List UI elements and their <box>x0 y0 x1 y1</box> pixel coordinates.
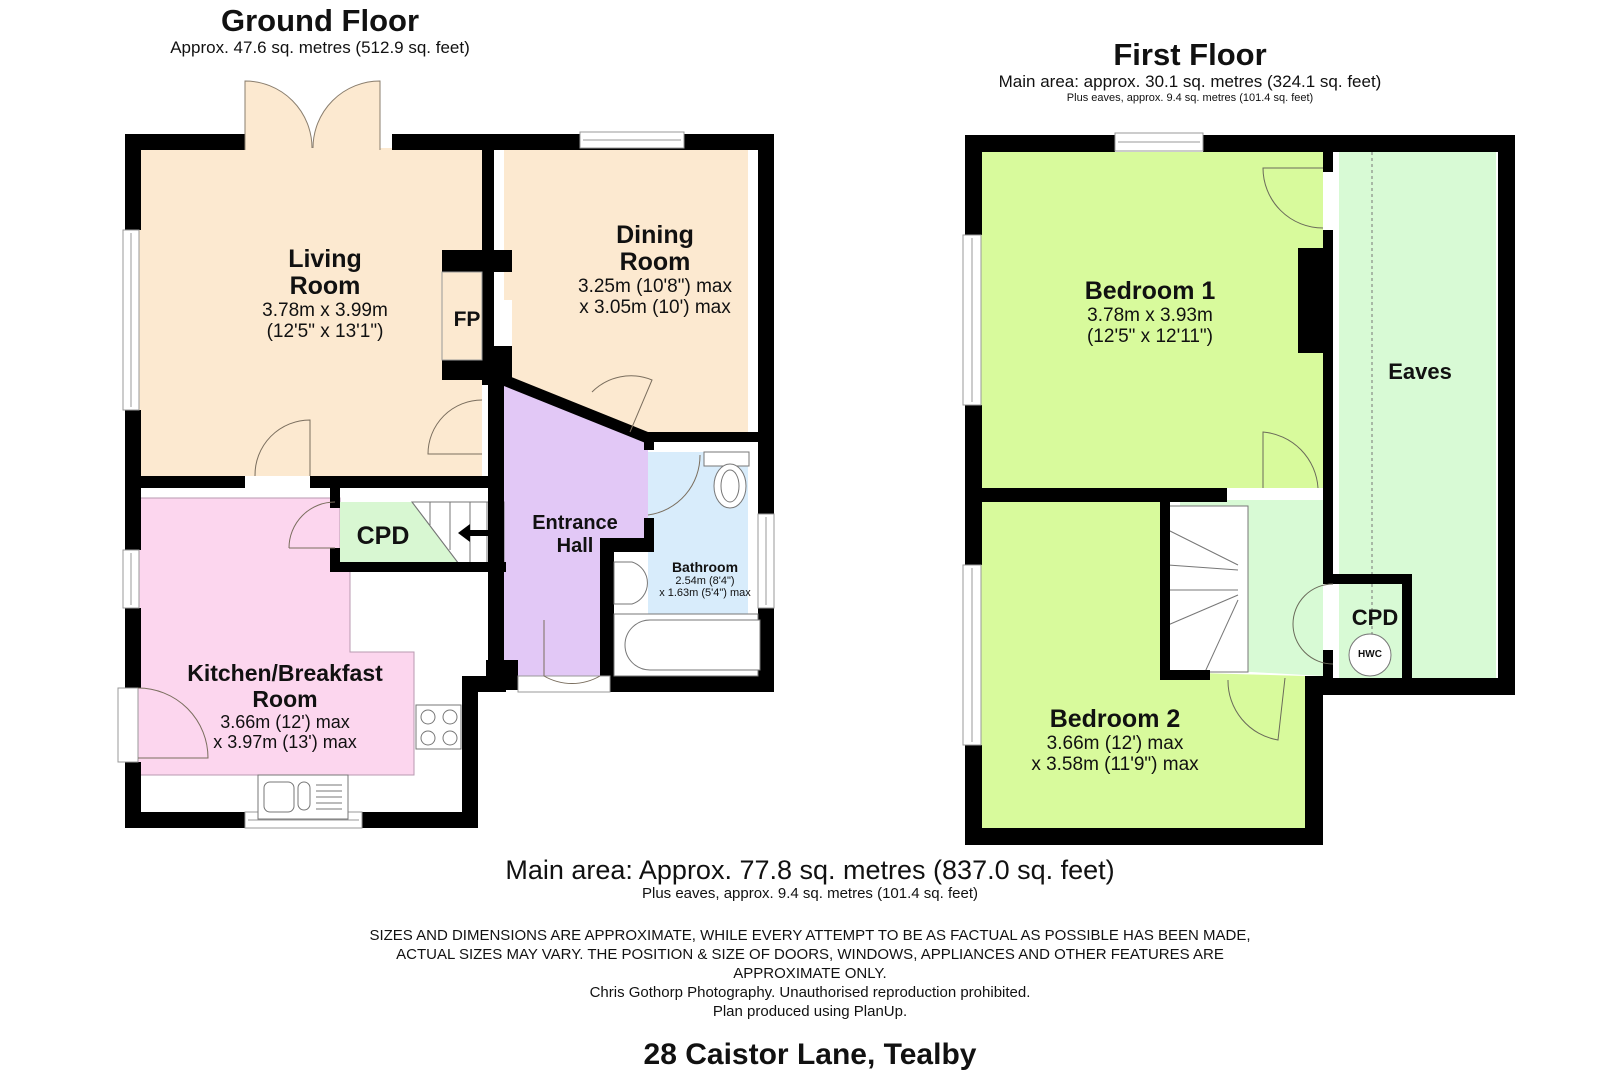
ground-cupboard-text: CPD <box>356 522 410 550</box>
living-room-name-2: Room <box>289 272 361 300</box>
kitchen-name: Kitchen/Breakfast <box>187 660 383 686</box>
stairs-arrow-icon <box>458 524 492 542</box>
toilet-icon <box>703 451 750 509</box>
disclaimer-block: SIZES AND DIMENSIONS ARE APPROXIMATE, WH… <box>0 926 1620 1021</box>
dining-room-area <box>504 148 748 438</box>
kitchen-label: Kitchen/Breakfast Room 3.66m (12') max x… <box>160 660 410 752</box>
planup-credit: Plan produced using PlanUp. <box>712 1003 908 1020</box>
kitchen-dim-1: 3.66m (12') max <box>220 712 350 732</box>
bath-icon <box>613 613 761 677</box>
entrance-hall-area <box>504 380 648 690</box>
kitchen-name-2: Room <box>252 686 318 712</box>
bedroom2-name: Bedroom 2 <box>1049 705 1181 733</box>
ground-floor-area: Approx. 47.6 sq. metres (512.9 sq. feet) <box>170 38 470 57</box>
total-eaves-area: Plus eaves, approx. 9.4 sq. metres (101.… <box>641 885 978 902</box>
address-text: 28 Caistor Lane, Tealby <box>643 1038 977 1071</box>
property-address: 28 Caistor Lane, Tealby <box>0 1038 1620 1072</box>
first-cupboard-text: CPD <box>1351 605 1399 630</box>
bedroom2-label: Bedroom 2 3.66m (12') max x 3.58m (11'9"… <box>1000 705 1230 776</box>
copyright-line: Chris Gothorp Photography. Unauthorised … <box>589 984 1031 1001</box>
bedroom1-name: Bedroom 1 <box>1084 277 1216 305</box>
living-room-name: Living <box>288 245 362 273</box>
hot-water-cylinder-icon <box>1348 633 1392 677</box>
cupboard-area <box>340 502 462 568</box>
entrance-hall-name: Entrance <box>532 512 618 534</box>
living-room-dim-imperial: (12'5" x 13'1") <box>266 321 384 342</box>
ground-windows <box>117 131 775 829</box>
disclaimer-line-1: SIZES AND DIMENSIONS ARE APPROXIMATE, WH… <box>369 927 1251 944</box>
dining-room-dim-2: x 3.05m (10') max <box>579 297 731 318</box>
disclaimer-line-2: ACTUAL SIZES MAY VARY. THE POSITION & SI… <box>396 946 1224 963</box>
fireplace <box>441 271 483 361</box>
total-main-area: Main area: Approx. 77.8 sq. metres (837.… <box>505 855 1115 885</box>
eaves-name: Eaves <box>1388 359 1452 384</box>
total-area-block: Main area: Approx. 77.8 sq. metres (837.… <box>0 855 1620 903</box>
ground-floor-plan <box>117 80 775 829</box>
entrance-hall-label: Entrance Hall <box>510 512 640 558</box>
first-floor-plan <box>962 132 1515 845</box>
ground-floor-header: Ground Floor Approx. 47.6 sq. metres (51… <box>120 4 520 58</box>
first-floor-walls <box>965 135 1515 845</box>
living-room-label: Living Room 3.78m x 3.99m (12'5" x 13'1"… <box>210 245 440 343</box>
bathroom-dim-1: 2.54m (8'4") <box>675 575 735 587</box>
entrance-hall-name-2: Hall <box>556 535 594 557</box>
first-floor-title: First Floor <box>1113 37 1267 72</box>
first-floor-eaves-note: Plus eaves, approx. 9.4 sq. metres (101.… <box>1066 92 1314 104</box>
bedroom1-dim-metric: 3.78m x 3.93m <box>1087 305 1213 326</box>
first-floor-header: First Floor Main area: approx. 30.1 sq. … <box>960 38 1420 105</box>
dining-room-name: Dining <box>616 221 694 249</box>
eaves-label: Eaves <box>1375 358 1465 385</box>
fireplace-label: FP <box>447 306 487 333</box>
kitchen-dim-2: x 3.97m (13') max <box>213 732 357 752</box>
hwc-text: HWC <box>1358 649 1382 660</box>
bathroom-dim-2: x 1.63m (5'4") max <box>659 587 751 599</box>
fireplace-text: FP <box>453 308 481 331</box>
french-doors <box>244 80 381 150</box>
hob-icon <box>415 704 462 750</box>
first-floor-windows <box>962 132 1204 746</box>
bedroom1-label: Bedroom 1 3.78m x 3.93m (12'5" x 12'11") <box>1040 277 1260 348</box>
sink-icon <box>257 774 349 820</box>
ground-cupboard-label: CPD <box>348 523 418 550</box>
first-floor-doors <box>1227 167 1334 741</box>
bedroom2-dim-1: 3.66m (12') max <box>1046 733 1184 754</box>
living-room-dim-metric: 3.78m x 3.99m <box>262 300 388 321</box>
dining-room-name-2: Room <box>619 248 691 276</box>
dining-room-dim-1: 3.25m (10'8") max <box>578 276 732 297</box>
bathroom-name: Bathroom <box>671 559 739 575</box>
ground-floor-title: Ground Floor <box>220 3 420 38</box>
ground-doors <box>137 375 701 759</box>
dining-room-label: Dining Room 3.25m (10'8") max x 3.05m (1… <box>540 221 770 319</box>
disclaimer-line-3: APPROXIMATE ONLY. <box>733 965 887 982</box>
basin-icon <box>613 561 648 605</box>
bedroom2-dim-2: x 3.58m (11'9") max <box>1031 754 1199 775</box>
bathroom-label: Bathroom 2.54m (8'4") x 1.63m (5'4") max <box>650 559 760 600</box>
bedroom1-dim-imperial: (12'5" x 12'11") <box>1086 326 1213 347</box>
bedroom2-area <box>978 500 1305 828</box>
first-cupboard-label: CPD <box>1340 604 1410 631</box>
first-floor-area: Main area: approx. 30.1 sq. metres (324.… <box>998 72 1382 91</box>
first-floor-stairs <box>1167 505 1249 673</box>
hwc-label: HWC <box>1350 649 1390 661</box>
